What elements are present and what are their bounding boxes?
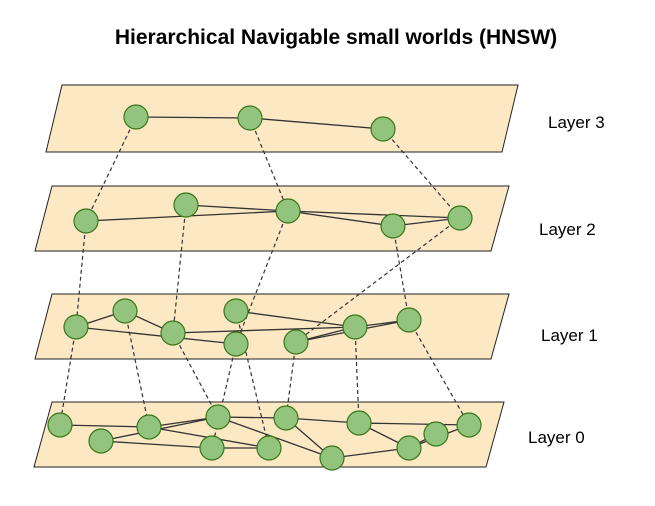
graph-edge-l0h-l0j bbox=[331, 447, 410, 459]
graph-node-l0l bbox=[456, 412, 482, 438]
graph-node-l0c bbox=[136, 414, 162, 440]
graph-node-l1a bbox=[63, 314, 89, 340]
graph-node-l0j bbox=[396, 435, 422, 461]
graph-nodes bbox=[47, 104, 482, 471]
layer-3-label: Layer 3 bbox=[548, 113, 605, 132]
graph-node-l3b bbox=[237, 105, 263, 131]
graph-node-l0i bbox=[346, 410, 372, 436]
inter-layer-link-l3a-l2a bbox=[85, 116, 137, 222]
graph-node-l0f bbox=[256, 435, 282, 461]
layer-1-plane bbox=[34, 293, 510, 360]
inter-layer-link-l2d-l1h bbox=[392, 225, 410, 321]
graph-edge-l3a-l3b bbox=[135, 116, 251, 119]
inter-layer-link-l1g-l0i bbox=[354, 326, 360, 424]
graph-node-l1d bbox=[223, 298, 249, 324]
graph-node-l3c bbox=[370, 116, 396, 142]
graph-node-l0h bbox=[319, 445, 345, 471]
inter-layer-link-l2e-l1f bbox=[295, 217, 461, 343]
graph-edge-l1c-l1g bbox=[172, 326, 356, 334]
graph-node-l1g bbox=[342, 314, 368, 340]
layer-labels: Layer 3 Layer 2 Layer 1 Layer 0 bbox=[528, 113, 605, 447]
graph-edge-l0i-l0l bbox=[358, 422, 470, 426]
graph-node-l2c bbox=[275, 198, 301, 224]
layer-2-label: Layer 2 bbox=[539, 220, 596, 239]
graph-node-l2b bbox=[173, 192, 199, 218]
graph-node-l0d bbox=[199, 435, 225, 461]
graph-node-l0b bbox=[88, 428, 114, 454]
inter-layer-link-l2a-l1a bbox=[75, 220, 87, 328]
inter-layer-link-l1a-l0a bbox=[59, 326, 77, 426]
graph-node-l0g bbox=[273, 405, 299, 431]
diagram-title: Hierarchical Navigable small worlds (HNS… bbox=[114, 26, 558, 49]
graph-edge-l3b-l3c bbox=[249, 117, 384, 130]
inter-layer-link-l2c-l1e bbox=[235, 210, 289, 345]
graph-edge-l1d-l1g bbox=[235, 310, 356, 328]
graph-node-l2d bbox=[380, 213, 406, 239]
graph-node-l0e bbox=[205, 404, 231, 430]
inter-layer-link-l1e-l0d bbox=[211, 343, 237, 449]
layer-0-label: Layer 0 bbox=[528, 428, 585, 447]
graph-node-l1b bbox=[112, 298, 138, 324]
graph-node-l1c bbox=[160, 320, 186, 346]
graph-node-l0a bbox=[47, 412, 73, 438]
graph-edge-l0a-l0c bbox=[59, 424, 150, 428]
graph-node-l3a bbox=[123, 104, 149, 130]
inter-layer-link-l1b-l0c bbox=[124, 310, 150, 428]
graph-node-l1h bbox=[396, 307, 422, 333]
layer-1-label: Layer 1 bbox=[541, 326, 598, 345]
inter-layer-link-l2b-l1c bbox=[172, 204, 187, 334]
layer-planes bbox=[33, 84, 519, 468]
inter-layer-link-l3c-l2e bbox=[382, 128, 461, 219]
graph-edge-l2b-l2c bbox=[185, 204, 289, 212]
graph-node-l2a bbox=[73, 208, 99, 234]
graph-edge-l1a-l1e bbox=[75, 326, 237, 345]
graph-node-l2e bbox=[447, 205, 473, 231]
inter-layer-links bbox=[59, 116, 470, 449]
inter-layer-link-l1c-l0e bbox=[172, 332, 219, 418]
graph-edge-l0b-l0d bbox=[100, 440, 213, 449]
graph-node-l1f bbox=[283, 329, 309, 355]
layer-3-plane bbox=[45, 84, 519, 153]
inter-layer-link-l1h-l0l bbox=[408, 319, 470, 426]
graph-edge-l2c-l2e bbox=[287, 210, 461, 219]
graph-node-l0k bbox=[423, 421, 449, 447]
inter-layer-link-l3b-l2c bbox=[249, 117, 289, 212]
inter-layer-link-l1f-l0g bbox=[285, 341, 297, 419]
layer-2-plane bbox=[34, 185, 510, 252]
graph-edge-l2c-l2d bbox=[287, 210, 394, 227]
graph-node-l1e bbox=[223, 331, 249, 357]
